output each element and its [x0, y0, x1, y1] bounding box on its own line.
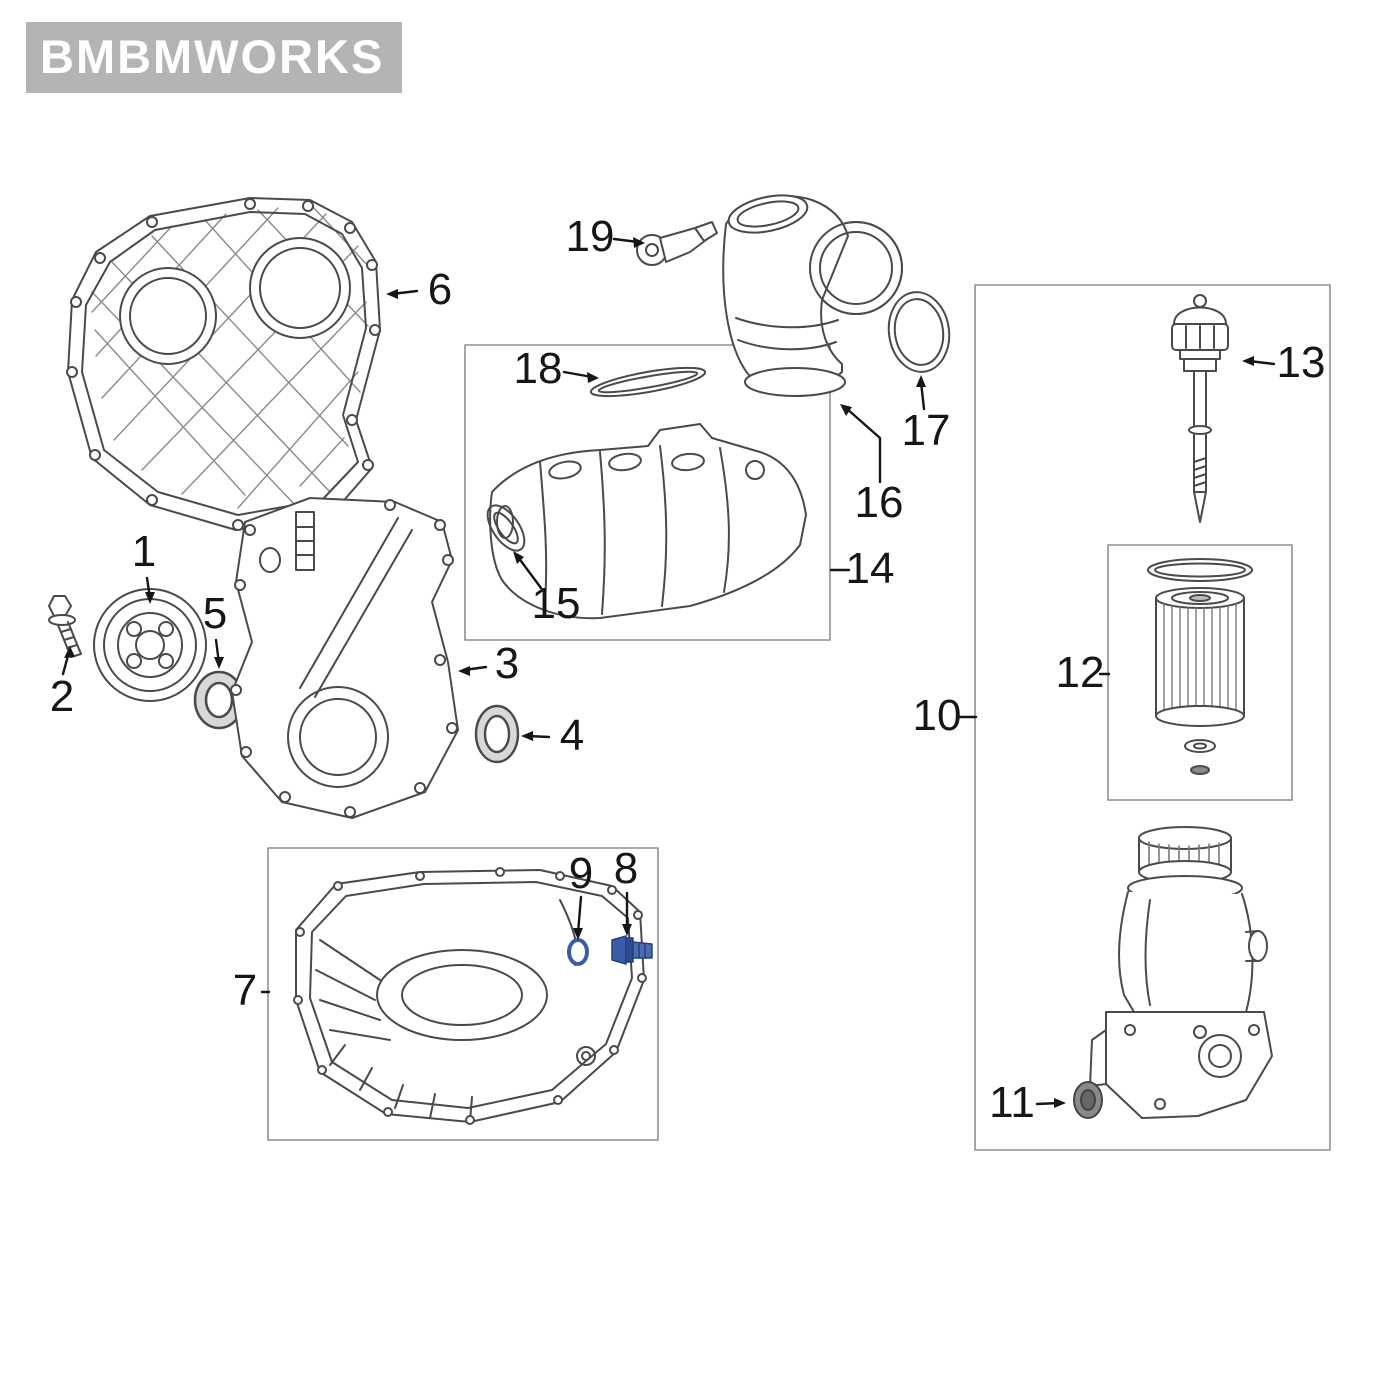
callout-4: 4	[559, 711, 585, 760]
callout-8: 8	[613, 844, 639, 893]
front-cover-drawing	[230, 497, 459, 819]
callout-1: 1	[131, 527, 157, 576]
group-boxes	[267, 284, 1331, 1151]
oil-filter-housing-drawing	[1089, 826, 1273, 1119]
callout-18: 18	[513, 344, 563, 393]
gasket-18-drawing	[589, 366, 707, 398]
seal-ring-4-drawing	[474, 704, 520, 764]
oil-pan-drawing	[293, 867, 647, 1125]
filter-element-drawing	[1147, 558, 1253, 775]
callout-19: 19	[565, 212, 615, 261]
callout-13: 13	[1276, 338, 1326, 387]
gasket-15-drawing	[486, 504, 526, 552]
callout-17: 17	[901, 406, 951, 455]
watermark: BMBMWORKS	[26, 22, 403, 93]
cap-11-drawing	[1073, 1081, 1103, 1119]
callout-5: 5	[202, 589, 228, 638]
timing-chain-cover-drawing	[66, 197, 381, 531]
manifold-box	[464, 344, 831, 641]
drain-plug-8-drawing	[611, 935, 653, 965]
callout-3: 3	[494, 639, 520, 688]
callout-6: 6	[427, 265, 453, 314]
callout-2: 2	[49, 672, 75, 721]
intake-manifold-drawing	[489, 423, 807, 620]
callout-16: 16	[854, 478, 904, 527]
callout-11: 11	[989, 1078, 1035, 1127]
callout-14: 14	[845, 544, 895, 593]
callout-7: 7	[232, 966, 258, 1015]
filter-element-box	[1107, 544, 1293, 801]
filter-cap-rod-drawing	[1171, 294, 1229, 523]
intake-elbow-drawing	[722, 194, 951, 397]
sensor-drawing	[636, 221, 718, 266]
callout-12: 12	[1055, 648, 1105, 697]
seal-ring-5-drawing	[193, 670, 245, 730]
bolt-drawing	[48, 595, 82, 658]
callout-10: 10	[912, 691, 962, 740]
callout-15: 15	[531, 579, 581, 628]
leader-arrowheads	[64, 237, 1254, 1108]
callout-9: 9	[568, 849, 594, 898]
crank-pulley-drawing	[93, 588, 207, 702]
oil-pan-box	[267, 847, 659, 1141]
drain-gasket-9-drawing	[567, 938, 589, 966]
